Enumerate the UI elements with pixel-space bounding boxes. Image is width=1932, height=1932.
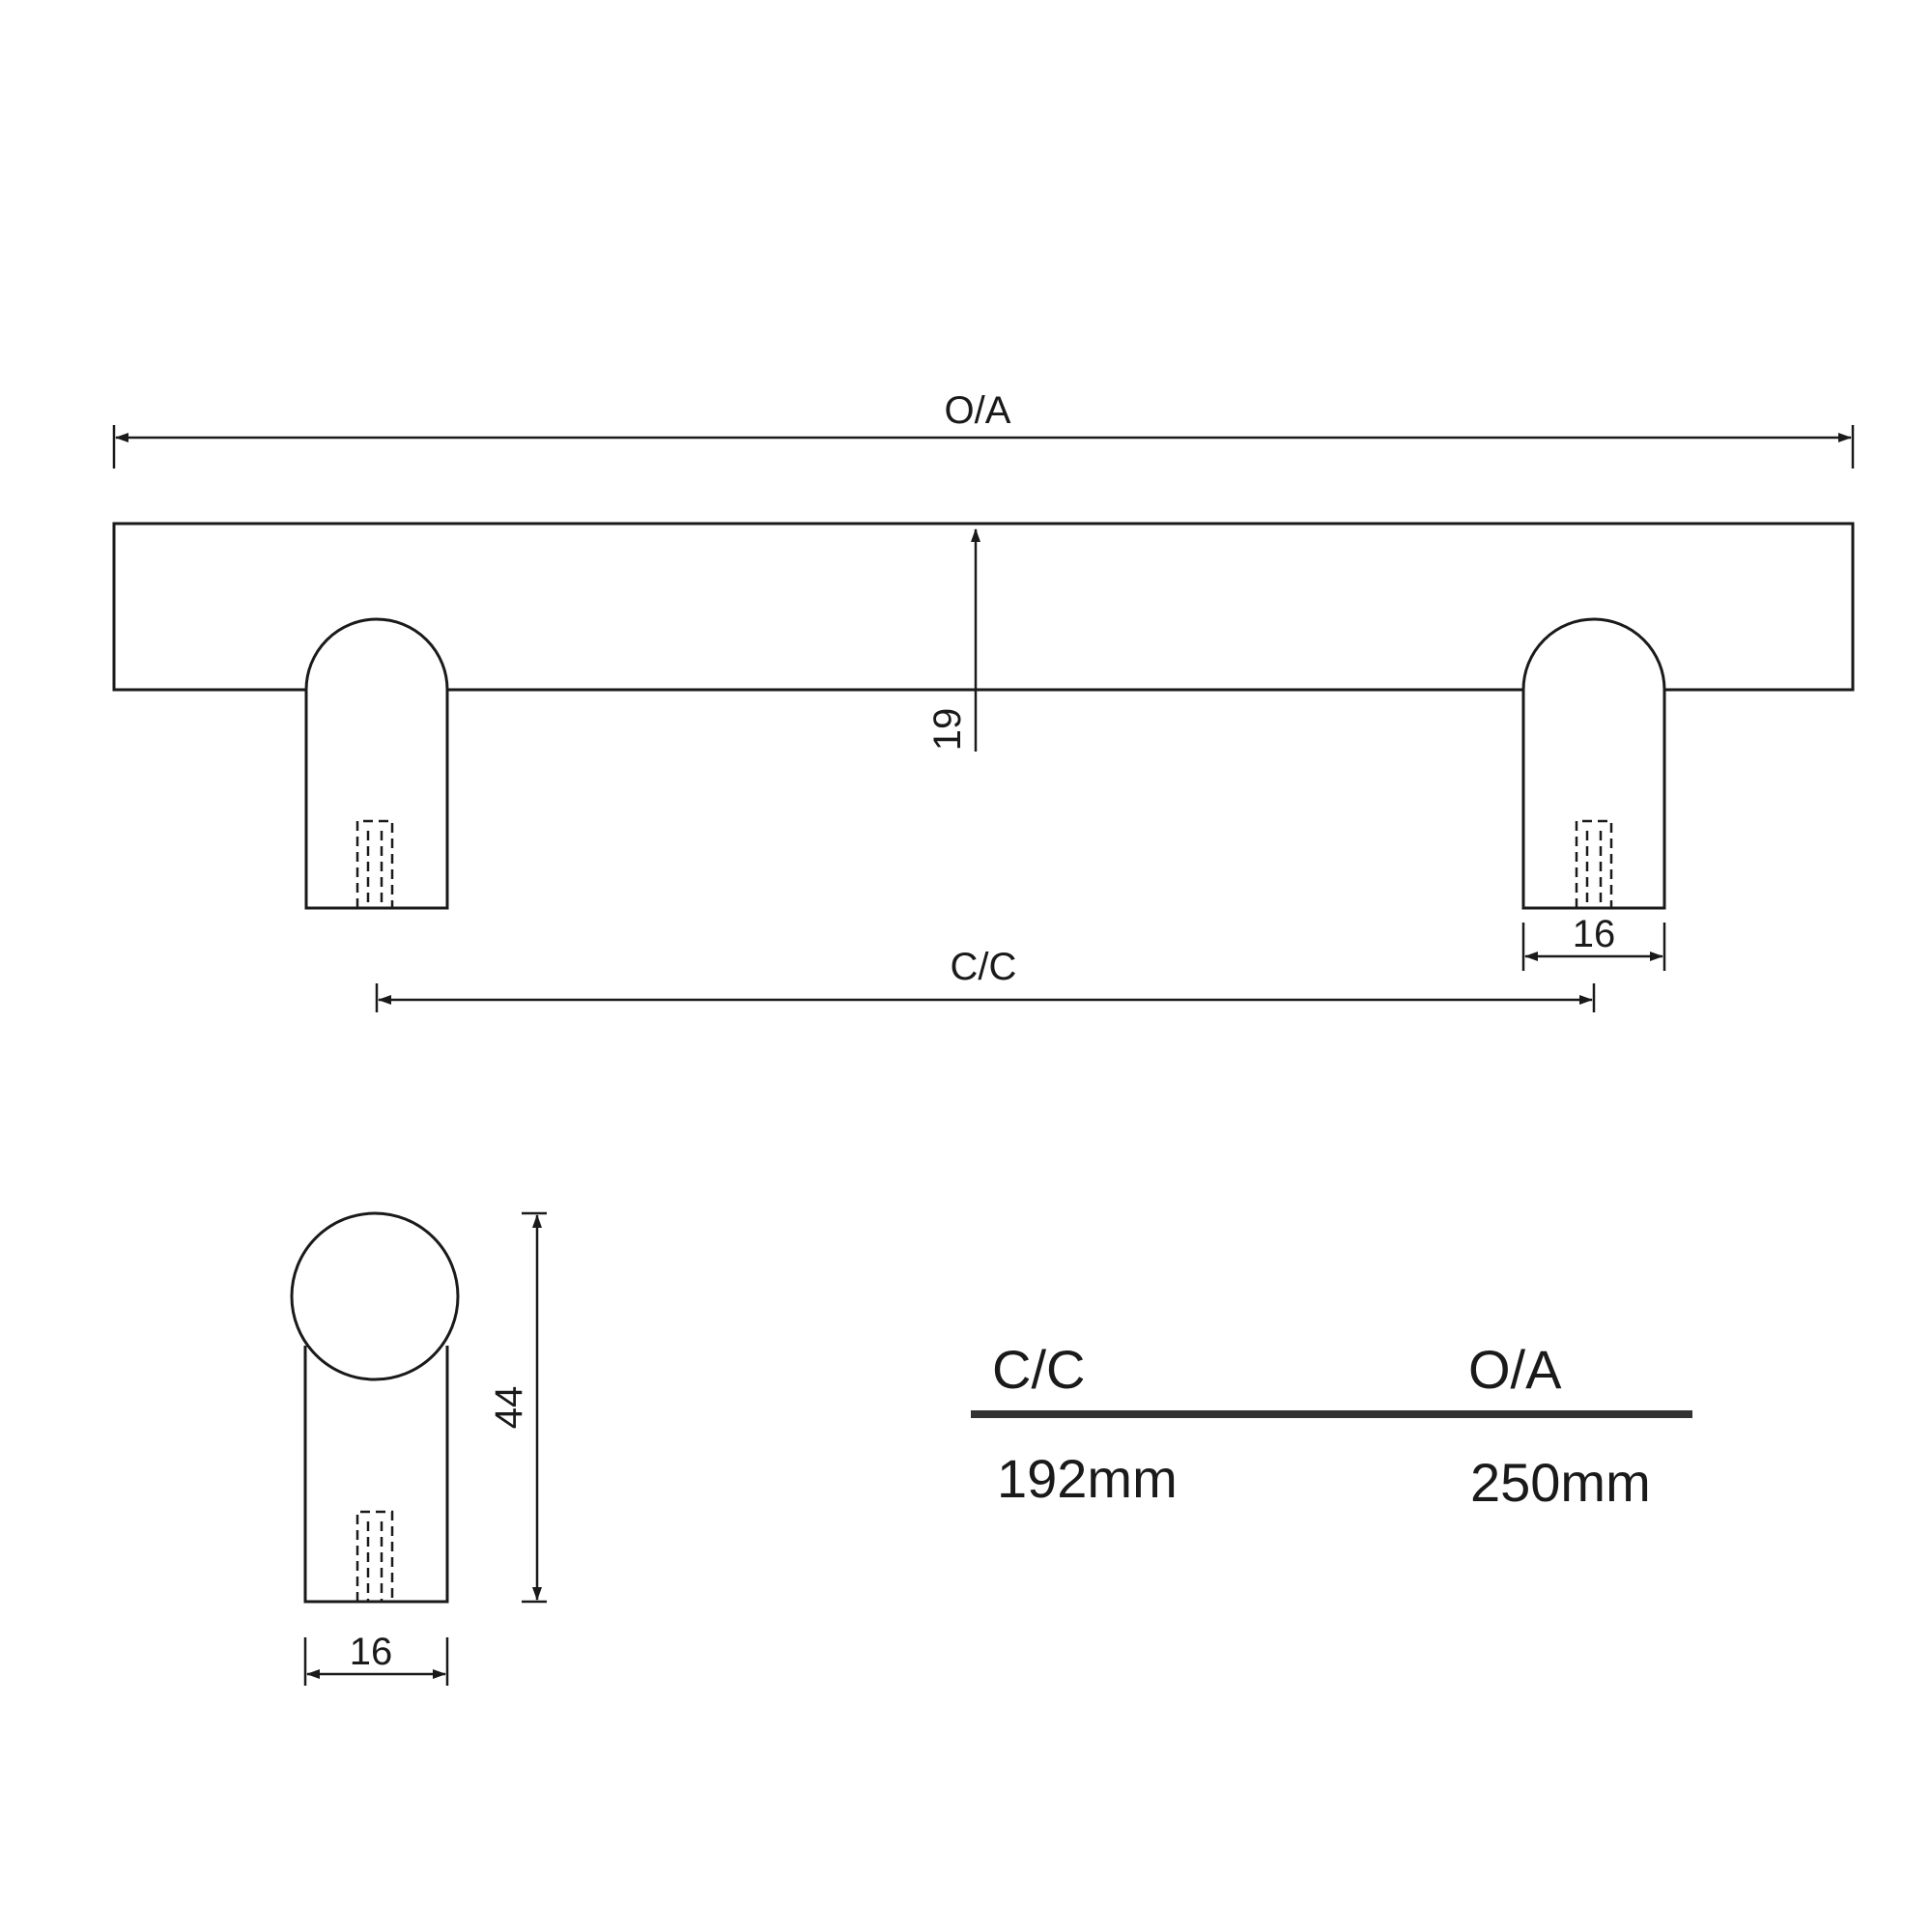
left-leg xyxy=(304,690,449,910)
overall-dimension: O/A xyxy=(112,389,1855,469)
table-header-cc: C/C xyxy=(992,1339,1085,1400)
bar-height-dimension: 19 xyxy=(926,528,980,752)
table-header-oa: O/A xyxy=(1468,1339,1562,1400)
front-view: O/A 19 16 xyxy=(112,389,1855,1012)
projection-dimension: 44 xyxy=(488,1211,547,1604)
bar-height-label: 19 xyxy=(926,708,969,752)
bar-cross-section-circle xyxy=(290,1211,460,1381)
projection-label: 44 xyxy=(488,1386,530,1430)
left-thread-hole xyxy=(355,819,394,908)
side-view: 44 16 xyxy=(290,1211,547,1686)
right-thread-hole xyxy=(1575,819,1613,908)
leg-width-side-label: 16 xyxy=(350,1631,393,1673)
leg-width-front-dimension: 16 xyxy=(1521,913,1666,971)
centres-label: C/C xyxy=(951,946,1017,988)
table-value-cc: 192mm xyxy=(997,1448,1178,1509)
overall-label: O/A xyxy=(945,389,1011,432)
side-leg-outline xyxy=(303,1346,449,1604)
size-table: C/C O/A 192mm 250mm xyxy=(971,1339,1692,1513)
centres-dimension: C/C xyxy=(375,946,1596,1012)
leg-width-front-label: 16 xyxy=(1573,913,1616,955)
right-leg xyxy=(1521,690,1666,910)
leg-width-side-dimension: 16 xyxy=(303,1631,449,1686)
handle-bar-outline xyxy=(112,522,1855,692)
table-value-oa: 250mm xyxy=(1470,1452,1651,1513)
side-thread-hole xyxy=(355,1510,394,1602)
